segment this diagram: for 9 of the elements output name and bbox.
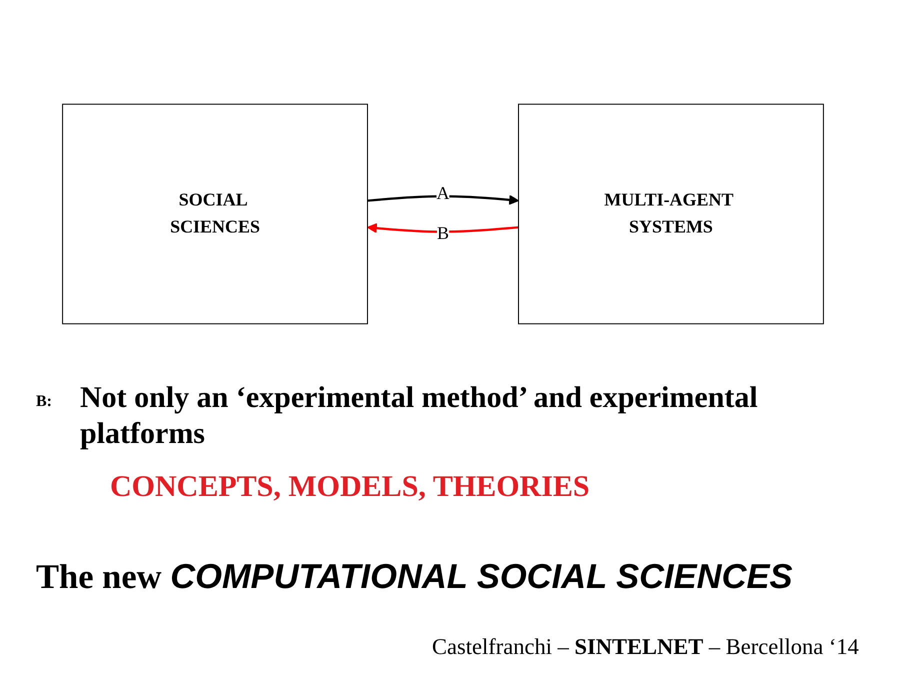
footer-credit: Castelfranchi – SINTELNET – Bercellona ‘14 bbox=[432, 633, 859, 660]
process-box: SOCIAL SCIENCES bbox=[62, 104, 368, 324]
note-text: Not only an ‘experimental method’ and experimental platforms bbox=[80, 380, 759, 452]
arrow bbox=[367, 194, 519, 205]
process-box: MULTI-AGENT SYSTEMS bbox=[518, 104, 824, 324]
conclusion-text: The new COMPUTATIONAL SOCIAL SCIENCES bbox=[36, 557, 793, 598]
highlight-text: CONCEPTS, MODELS, THEORIES bbox=[110, 469, 590, 505]
arrow bbox=[367, 223, 519, 234]
note-marker: B: bbox=[36, 392, 52, 412]
